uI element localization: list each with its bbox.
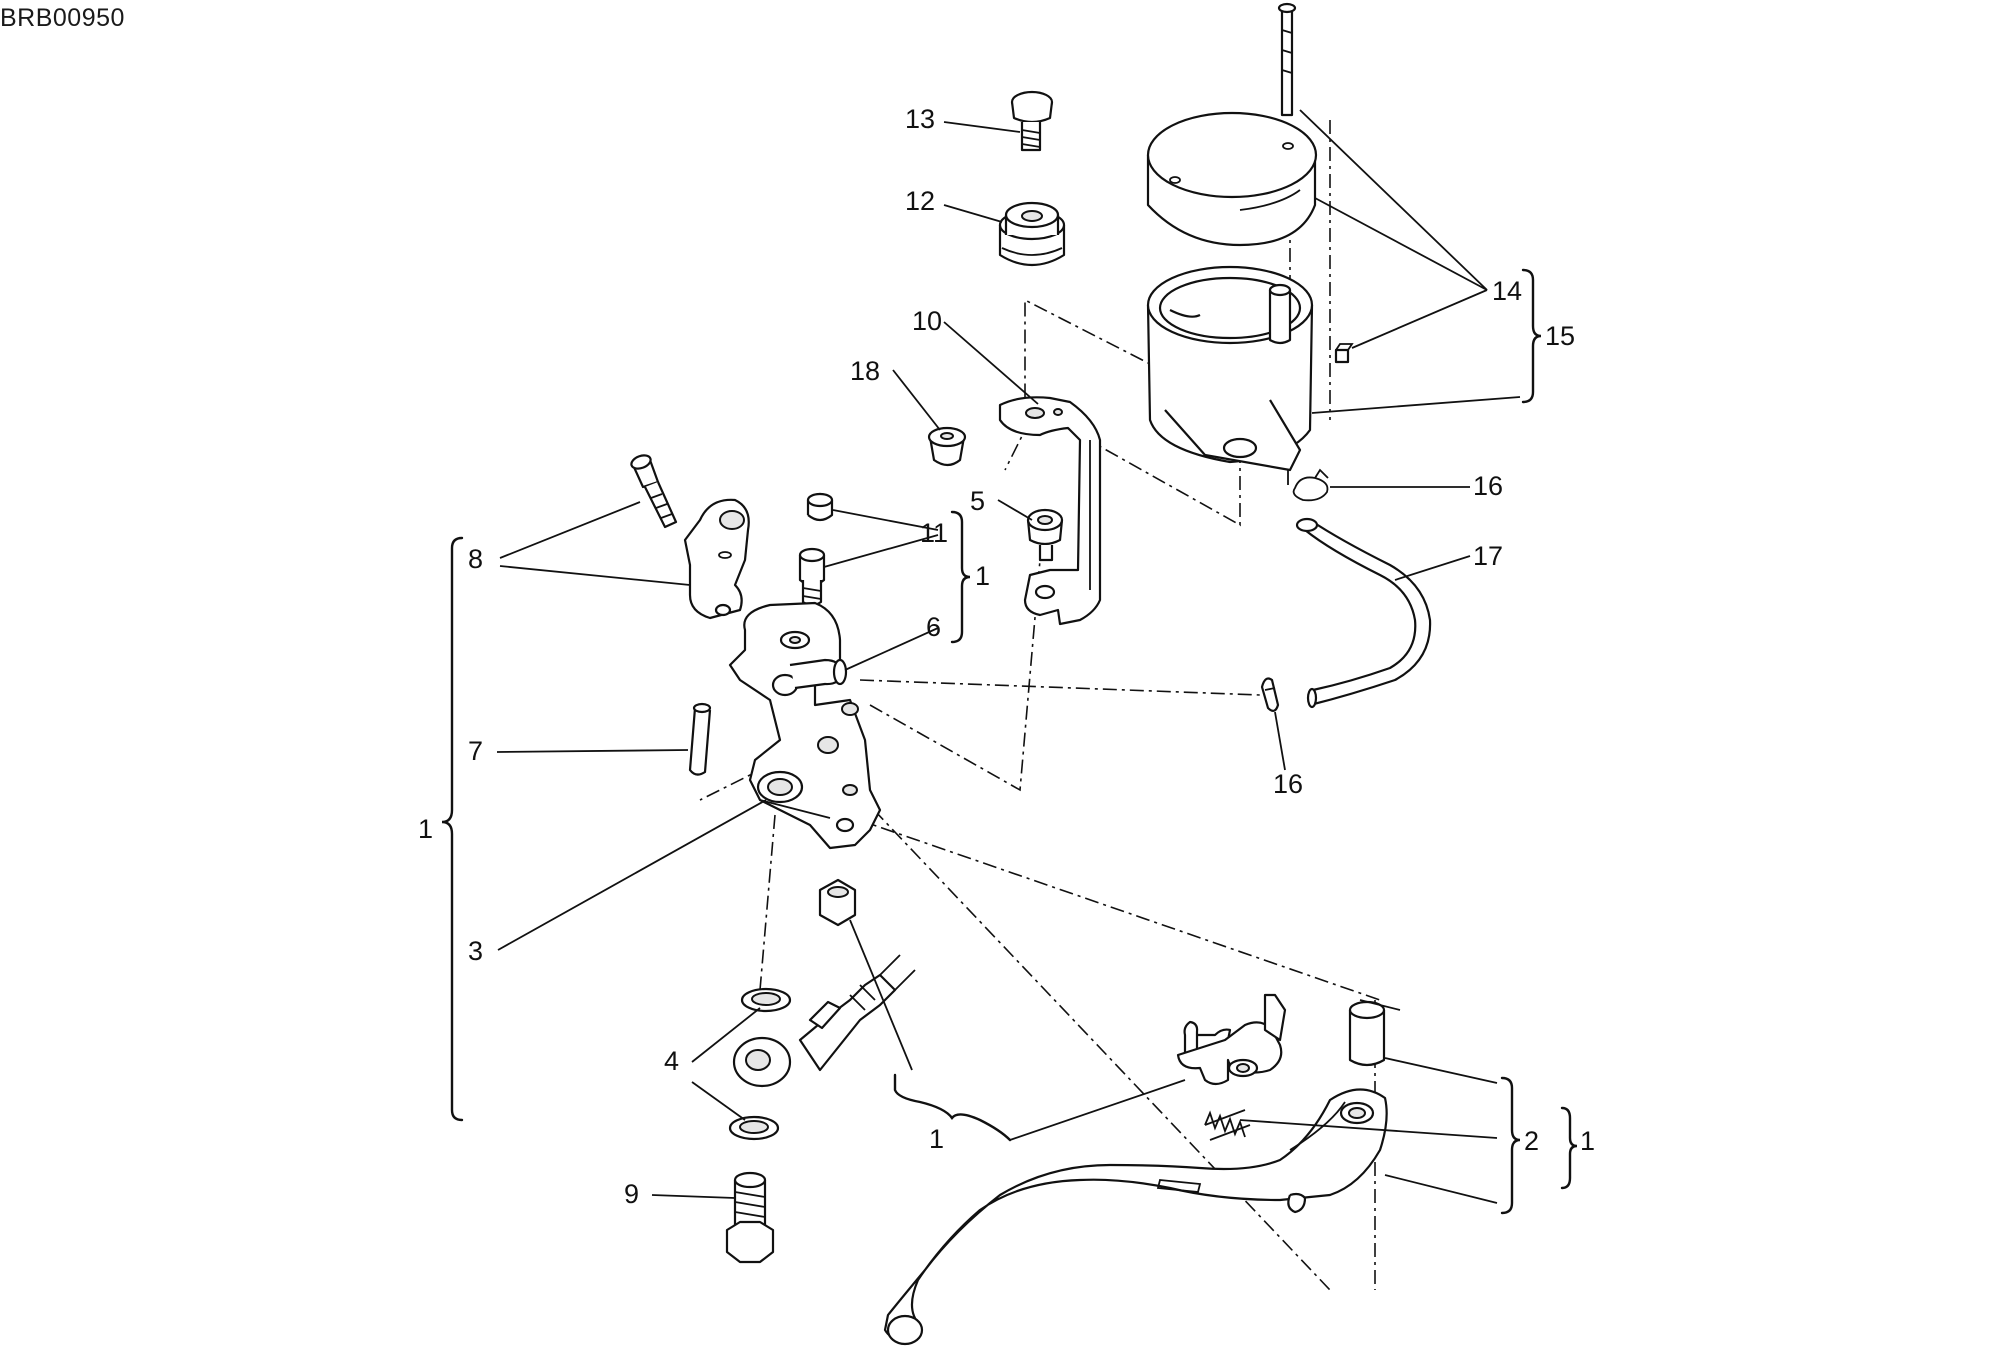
callout-18: 18 bbox=[850, 356, 880, 386]
callout-1-bottom: 1 bbox=[929, 1124, 944, 1154]
bleed-valve-11 bbox=[798, 547, 826, 607]
reservoir-15 bbox=[1146, 265, 1314, 485]
nut bbox=[818, 878, 857, 927]
brake-lever-2 bbox=[883, 1088, 1388, 1346]
callout-16-bottom: 16 bbox=[1273, 769, 1303, 799]
handlebar-clamp-8 bbox=[683, 498, 750, 620]
rubber-grommet-12 bbox=[998, 201, 1066, 266]
banjo-bolt-9 bbox=[725, 1171, 775, 1264]
reservoir-retaining-pin bbox=[1334, 343, 1354, 364]
brace-parts-1-bottom bbox=[893, 1073, 1012, 1142]
callout-12: 12 bbox=[905, 186, 935, 216]
reservoir-cap-14 bbox=[1146, 111, 1318, 247]
screw-5 bbox=[1026, 508, 1064, 562]
spring bbox=[1204, 1109, 1251, 1141]
brace-parts-2-outer bbox=[1560, 1106, 1578, 1190]
reservoir-bracket-10 bbox=[998, 396, 1102, 626]
clamp-bolt-8 bbox=[630, 454, 678, 529]
callout-1-small: 1 bbox=[975, 561, 990, 591]
brace-parts-1-left bbox=[441, 536, 464, 1122]
callout-14: 14 bbox=[1492, 276, 1522, 306]
pin-7 bbox=[688, 702, 712, 776]
bleed-valve-cap-11 bbox=[806, 492, 834, 522]
callout-labels: 13 12 10 18 5 11 1 6 8 7 1 3 4 9 1 2 1 1… bbox=[418, 104, 1595, 1209]
callout-17: 17 bbox=[1473, 541, 1503, 571]
shouldered-screw-13 bbox=[1010, 90, 1054, 152]
banjo-fitting bbox=[732, 954, 916, 1088]
long-cap-screw bbox=[1277, 2, 1297, 150]
hose-clip-16-bottom bbox=[1260, 677, 1280, 712]
callout-8: 8 bbox=[468, 544, 483, 574]
sealing-washer-lower bbox=[728, 1115, 780, 1141]
hose-clip-16-top bbox=[1292, 468, 1329, 502]
callout-13: 13 bbox=[905, 104, 935, 134]
grommet-18 bbox=[927, 426, 967, 467]
sealing-washer-upper bbox=[740, 987, 792, 1013]
lever-pivot-bushing bbox=[1348, 1000, 1386, 1067]
callout-7: 7 bbox=[468, 736, 483, 766]
brace-parts-1-small bbox=[950, 510, 971, 644]
master-cylinder-body bbox=[728, 601, 882, 850]
callout-10: 10 bbox=[912, 306, 942, 336]
braces bbox=[441, 268, 1578, 1215]
leader-lines bbox=[496, 109, 1521, 1204]
drawing-code: BRB00950 bbox=[0, 4, 125, 32]
callout-4: 4 bbox=[664, 1046, 679, 1076]
brace-parts-2 bbox=[1500, 1076, 1521, 1215]
callout-5: 5 bbox=[970, 486, 985, 516]
callout-11: 11 bbox=[920, 518, 948, 548]
callout-6: 6 bbox=[926, 612, 941, 642]
brace-parts-15 bbox=[1521, 268, 1542, 404]
callout-3: 3 bbox=[468, 936, 483, 966]
callout-1-left: 1 bbox=[418, 814, 433, 844]
callout-16-top: 16 bbox=[1473, 471, 1503, 501]
hose-17 bbox=[1295, 517, 1432, 709]
callout-1-right: 1 bbox=[1580, 1126, 1595, 1156]
callout-9: 9 bbox=[624, 1179, 639, 1209]
adjuster-with-spring bbox=[1176, 993, 1287, 1086]
callout-2: 2 bbox=[1524, 1126, 1539, 1156]
callout-15: 15 bbox=[1545, 321, 1575, 351]
